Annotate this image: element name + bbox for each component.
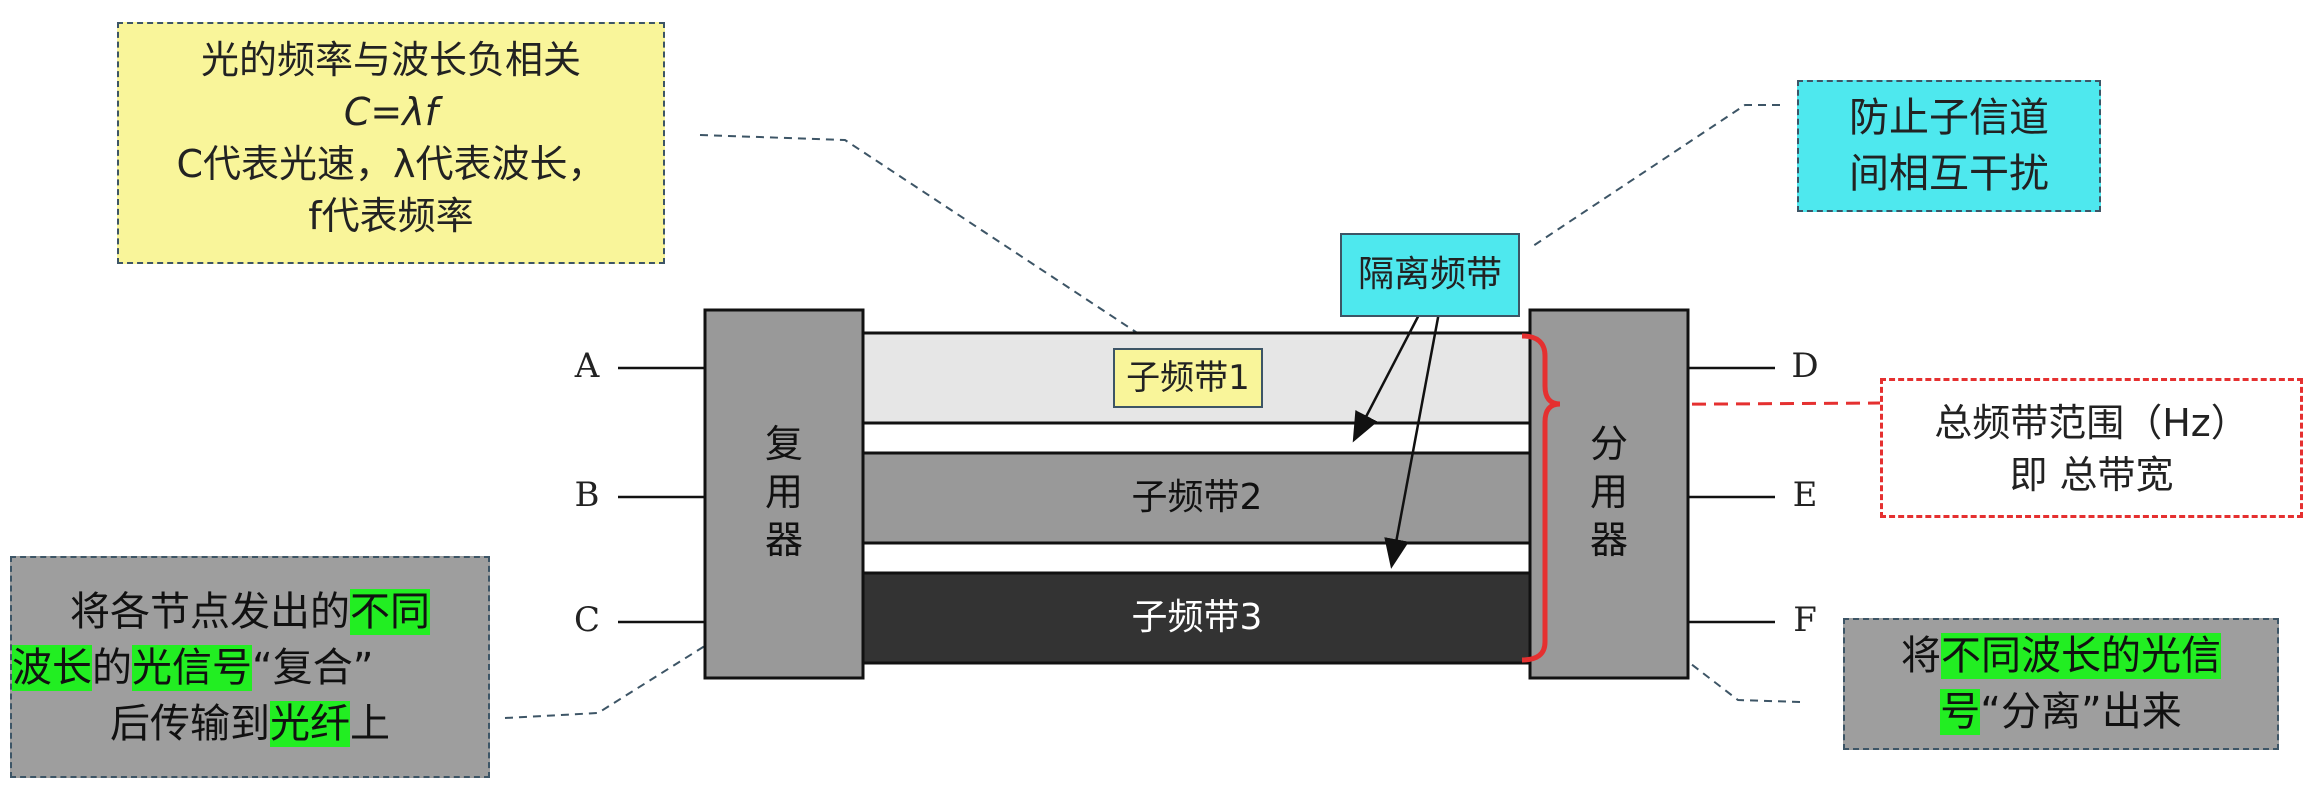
multiplexer-label: 复 用 器 bbox=[764, 422, 803, 562]
note-total-band: 总频带范围（Hz） 即 总带宽 bbox=[1880, 378, 2303, 518]
guard-band-arrow-2 bbox=[1384, 306, 1442, 569]
note-frequency-line3: C代表光速，λ代表波长， bbox=[176, 142, 606, 186]
note-frequency: 光的频率与波长负相关 C=λf C代表光速，λ代表波长， f代表频率 bbox=[117, 22, 665, 264]
note-multiplex: 将各节点发出的不同 波长的光信号“复合” 后传输到光纤上 bbox=[10, 556, 490, 778]
output-label-d: D bbox=[1791, 346, 1819, 386]
subband-1-label: 子频带1 bbox=[1113, 348, 1263, 408]
subband-2-label: 子频带2 bbox=[1131, 477, 1263, 518]
note-frequency-line1: 光的频率与波长负相关 bbox=[200, 38, 581, 82]
demultiplexer-label: 分 用 器 bbox=[1589, 422, 1628, 562]
input-label-b: B bbox=[574, 475, 600, 515]
leader-line-frequency bbox=[699, 134, 1146, 339]
subband-2 bbox=[861, 451, 1532, 545]
total-band-brace bbox=[1521, 333, 1561, 663]
input-label-a: A bbox=[574, 346, 600, 386]
guard-band-2 bbox=[861, 541, 1532, 575]
input-label-c: C bbox=[573, 600, 600, 640]
guard-band-label: 隔离频带 bbox=[1340, 233, 1520, 317]
guard-band-arrow-1 bbox=[1352, 306, 1425, 443]
note-frequency-line4: f代表频率 bbox=[308, 194, 474, 238]
output-label-f: F bbox=[1793, 600, 1817, 640]
guard-band-1 bbox=[861, 421, 1532, 455]
note-demultiplex: 将不同波长的光信 号“分离”出来 bbox=[1843, 618, 2279, 750]
leader-line-interference bbox=[1529, 104, 1780, 249]
note-frequency-formula: C=λf bbox=[343, 90, 439, 134]
output-label-e: E bbox=[1792, 475, 1818, 515]
subband-3 bbox=[861, 571, 1532, 665]
subband-3-label: 子频带3 bbox=[1131, 597, 1263, 638]
note-interference: 防止子信道 间相互干扰 bbox=[1797, 80, 2101, 212]
